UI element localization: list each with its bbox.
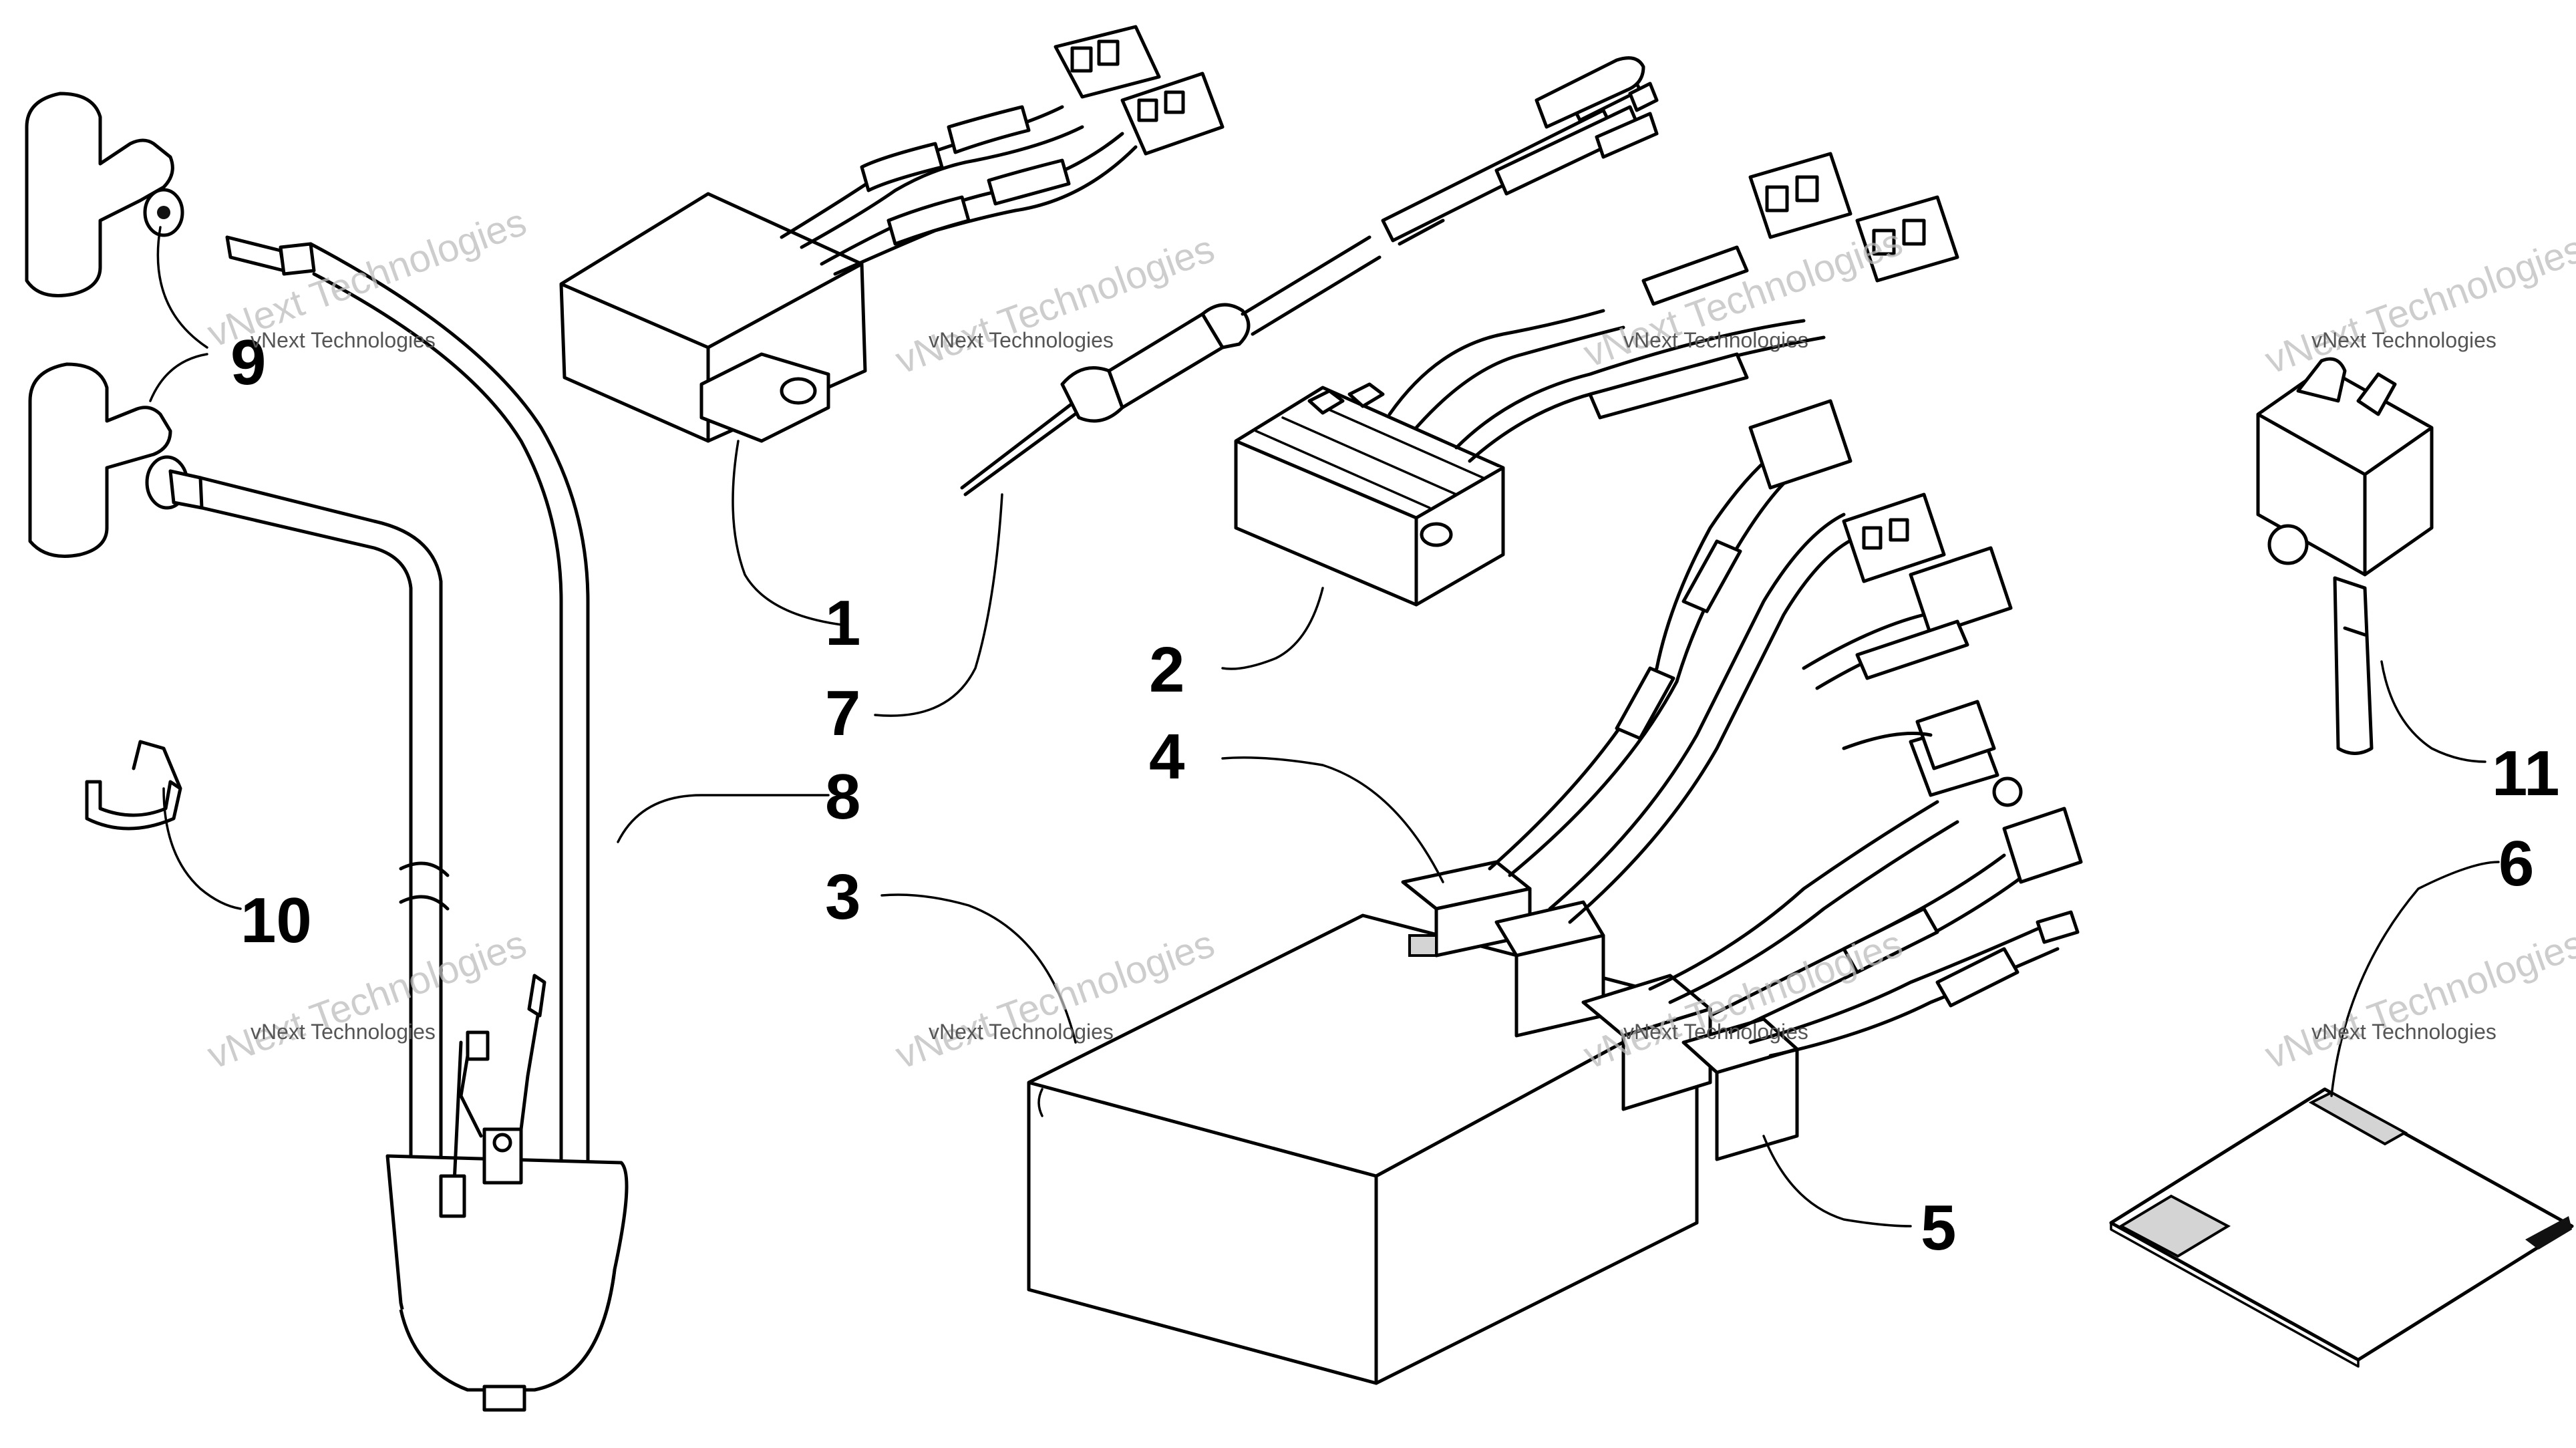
part-6-manual[interactable] [2109, 1087, 2574, 1368]
svg-text:vNext Technologies: vNext Technologies [1578, 220, 1908, 376]
callout-9: 9 [230, 327, 266, 398]
part-4-sub-harness[interactable] [1401, 399, 1946, 1038]
callout-5: 5 [1921, 1192, 1956, 1264]
svg-text:vNext Technologies: vNext Technologies [2259, 921, 2576, 1077]
callout-labels: 1 2 3 4 5 6 7 8 9 10 11 [230, 327, 2559, 1264]
watermark-tag: vNext Technologies [929, 328, 1114, 352]
watermark-tag: vNext Technologies [929, 1020, 1114, 1044]
part-8-ignition-coil[interactable] [168, 235, 629, 1412]
leader-lines [149, 226, 2500, 1227]
watermark-tag: vNext Technologies [2311, 328, 2497, 352]
part-5-main-harness[interactable] [1581, 546, 2083, 1161]
part-1-module[interactable] [559, 25, 1225, 443]
part-10-clamp[interactable] [85, 740, 182, 831]
part-11-small-module[interactable] [2256, 357, 2434, 755]
callout-7: 7 [825, 678, 860, 749]
callout-6: 6 [2499, 828, 2534, 899]
callout-2: 2 [1149, 634, 1184, 706]
callout-4: 4 [1149, 721, 1184, 792]
watermark-tag: vNext Technologies [1623, 1020, 1808, 1044]
watermark-tag: vNext Technologies [1623, 328, 1808, 352]
watermark: vNext Technologies [2259, 227, 2576, 382]
watermark-tag: vNext Technologies [251, 328, 436, 352]
callout-3: 3 [825, 861, 860, 933]
watermark: vNext Technologies [1578, 220, 1908, 376]
svg-text:vNext Technologies: vNext Technologies [2259, 227, 2576, 382]
watermark: vNext Technologies [2259, 921, 2576, 1077]
part-2-regulator[interactable] [1234, 152, 1959, 607]
part-7-temp-sensor[interactable] [960, 56, 1659, 496]
callout-11: 11 [2492, 738, 2559, 809]
callout-8: 8 [825, 761, 860, 833]
watermark-tag: vNext Technologies [2311, 1020, 2497, 1044]
watermark-tag: vNext Technologies [251, 1020, 436, 1044]
callout-1: 1 [825, 587, 860, 659]
callout-10: 10 [240, 885, 312, 956]
